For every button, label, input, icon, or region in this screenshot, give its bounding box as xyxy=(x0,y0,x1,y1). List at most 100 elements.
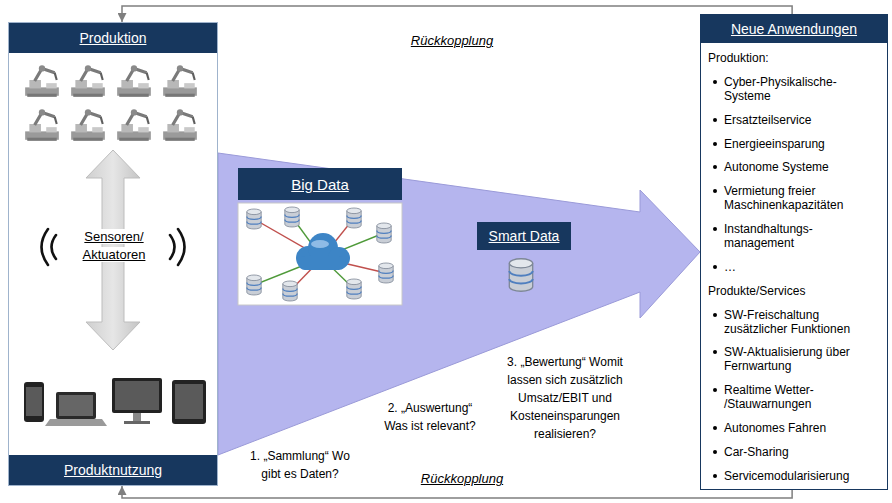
device-icons-part xyxy=(172,380,206,424)
section-row: Produkte/Services xyxy=(708,284,883,298)
big-data-picture-part xyxy=(247,209,261,229)
signal-waves-part xyxy=(42,229,49,265)
big-data-picture-part xyxy=(254,217,386,291)
machine-icons-part xyxy=(163,65,197,97)
device-icons-part xyxy=(45,419,107,426)
device-icons-part xyxy=(59,395,93,416)
device-icons-part xyxy=(26,387,42,416)
list-item: Servicemodularisierung xyxy=(708,469,883,483)
device-icons-part xyxy=(56,392,96,419)
list-text: Energieeinsparung xyxy=(724,137,874,151)
machine-icons-part xyxy=(117,65,151,97)
big-data-picture-part xyxy=(296,233,350,270)
big-data-picture-part xyxy=(347,208,361,228)
big-data-picture-part xyxy=(347,279,361,299)
step-label-area: 2. „Auswertung“ Was ist relevant? xyxy=(380,398,480,434)
big-data-picture-part-part xyxy=(298,256,346,270)
device-icons-part xyxy=(124,421,150,424)
section-heading: Produkte/Services xyxy=(708,284,874,298)
section-heading: Produktion: xyxy=(708,51,874,65)
machine-icons-part xyxy=(71,109,105,141)
signal-waves-part xyxy=(52,235,57,259)
signal-waves xyxy=(42,229,185,265)
sensor-label: Sensoren/ Aktuatoren xyxy=(83,229,146,262)
box-title: Smart Data xyxy=(489,228,560,244)
machine-icons-part xyxy=(117,109,151,141)
panel-footer-area: Produktnutzung xyxy=(9,455,217,485)
step-label: 2. „Auswertung“ Was ist relevant? xyxy=(384,401,476,433)
panel-header: Produktion xyxy=(80,30,147,46)
bullet-dot xyxy=(713,265,717,269)
bullet-dot xyxy=(713,388,717,392)
bullet-dot xyxy=(713,350,717,354)
smart-data-icon xyxy=(509,259,532,292)
list-text: Cyber-Physikalische- Systeme xyxy=(724,75,874,103)
production-panel: ProduktionSensoren/ AktuatorenProduktnut… xyxy=(8,22,218,486)
big-data-picture-part xyxy=(247,275,261,295)
list-item: Vermietung freier Maschinenkapazitäten xyxy=(708,184,883,212)
list-text: SW-Freischaltung zusätzlicher Funktionen xyxy=(724,308,874,336)
bullet-dot xyxy=(713,450,717,454)
big-data-picture-part xyxy=(311,240,329,248)
edge-label: Rückkopplung xyxy=(418,471,506,486)
list-item: Autonome Systeme xyxy=(708,160,883,174)
big-data-picture xyxy=(238,203,402,305)
machine-icons-part xyxy=(25,109,59,141)
list-text: Car-Sharing xyxy=(724,445,874,459)
edge-label-area: Rückkopplung xyxy=(387,31,517,49)
device-icons-part xyxy=(24,382,44,422)
signal-waves-part xyxy=(178,229,185,265)
device-icons-part xyxy=(133,413,141,421)
list-item: … xyxy=(708,260,883,274)
list-text: Vermietung freier Maschinenkapazitäten xyxy=(724,184,874,212)
bullet-dot xyxy=(713,142,717,146)
bullet-dot xyxy=(713,118,717,122)
big-data-picture-part xyxy=(377,223,391,243)
step-label-area: 1. „Sammlung“ Wo gibt es Daten? xyxy=(250,446,350,482)
edge-label-area: Rückkopplung xyxy=(397,469,527,487)
big-data-picture-part xyxy=(283,281,297,301)
feedback-arrow xyxy=(122,486,792,498)
feedback-arrow xyxy=(122,6,792,22)
step-label: 3. „Bewertung“ Womit lassen sich zusätzl… xyxy=(507,355,623,441)
list-item: Ersatzteilservice xyxy=(708,113,883,127)
machine-icons xyxy=(25,65,197,141)
applications-box: Neue AnwendungenProduktion: Cyber-Physika… xyxy=(700,14,888,490)
list-item: Cyber-Physikalische- Systeme xyxy=(708,75,883,103)
funnel-arrow xyxy=(218,153,700,455)
list-item: Realtime Wetter- /Stauwarnungen xyxy=(708,383,883,411)
step-label: 1. „Sammlung“ Wo gibt es Daten? xyxy=(250,449,350,481)
box-header-band: Neue Anwendungen xyxy=(701,15,887,43)
list-item: Energieeinsparung xyxy=(708,137,883,151)
sensor-label-area: Sensoren/ Aktuatoren xyxy=(71,227,157,263)
list-item: SW-Freischaltung zusätzlicher Funktionen xyxy=(708,308,883,336)
big-data-box: Big Data xyxy=(238,168,402,200)
bullet-dot xyxy=(713,165,717,169)
panel-header-area: Produktion xyxy=(9,23,217,53)
list-item: Car-Sharing xyxy=(708,445,883,459)
device-icons-part xyxy=(112,378,162,413)
edge-label: Rückkopplung xyxy=(408,33,496,48)
device-icons-part xyxy=(175,384,203,419)
device-icons xyxy=(24,378,206,426)
section-row: Produktion: xyxy=(708,51,883,65)
machine-icons-part xyxy=(71,65,105,97)
list-text: SW-Aktualisierung über Fernwartung xyxy=(724,345,874,373)
bullet-dot xyxy=(713,189,717,193)
list-text: Instandhaltungs- management xyxy=(724,222,874,250)
signal-waves-part xyxy=(170,235,175,259)
list-text: Realtime Wetter- /Stauwarnungen xyxy=(724,383,874,411)
box-title: Neue Anwendungen xyxy=(731,21,857,37)
list-body: Produktion: Cyber-Physikalische- SystemeE… xyxy=(701,43,887,489)
list-text: Servicemodularisierung xyxy=(724,469,874,483)
panel-footer: Produktnutzung xyxy=(64,462,162,478)
bullet-dot xyxy=(713,474,717,478)
big-data-picture-part xyxy=(238,203,402,305)
list-text: … xyxy=(724,260,874,274)
bullet-dot xyxy=(713,227,717,231)
big-data-picture-part xyxy=(379,263,393,283)
step-label-area: 3. „Bewertung“ Womit lassen sich zusätzl… xyxy=(495,352,635,442)
big-data-picture-part xyxy=(285,207,299,227)
